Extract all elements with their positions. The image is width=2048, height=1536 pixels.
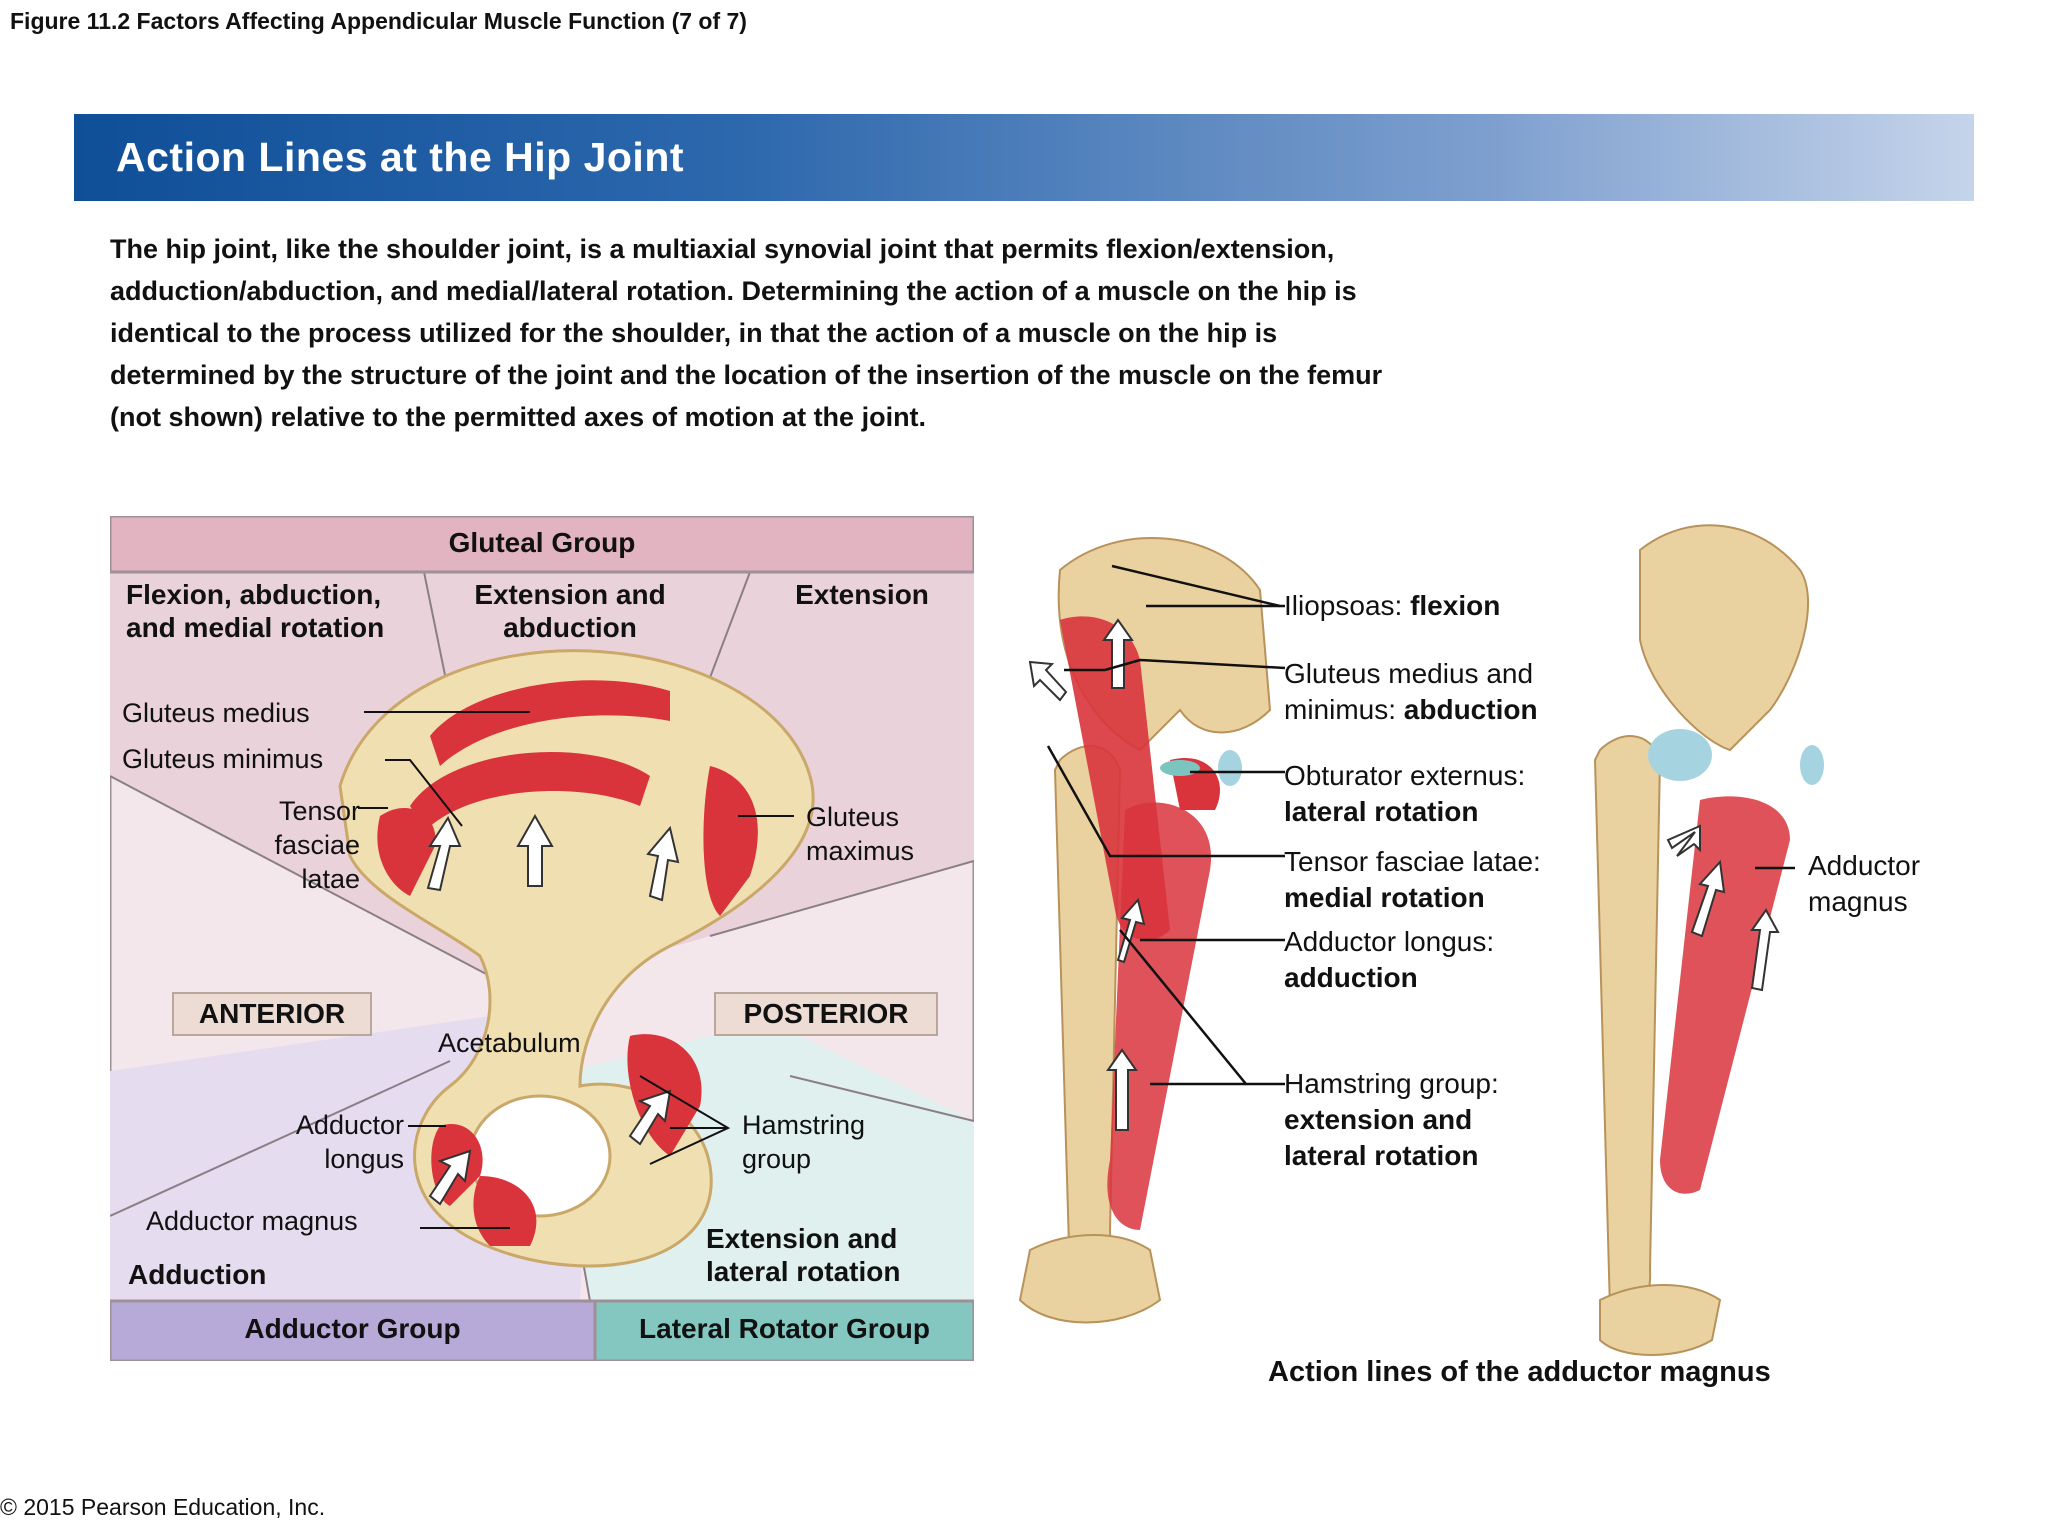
adductor-group-header: Adductor Group [244,1313,461,1344]
gluteus-minimus-muscle [410,752,650,831]
adductor-longus-right-label: Adductor longus:adduction [1284,926,1495,993]
hamstring-group-label: Hamstring group [742,1110,866,1174]
thigh-illustrations [1018,524,1824,1356]
lateral-rotator-group-header: Lateral Rotator Group [639,1313,930,1344]
intro-paragraph: The hip joint, like the shoulder joint, … [110,234,1383,432]
iliopsoas-label: Iliopsoas: flexion [1284,590,1501,621]
adductor-longus-label: Adductor longus [295,1110,404,1174]
sector-extension-label: Extension [795,579,929,610]
title-banner [74,114,1974,201]
tensor-fasciae-latae-right-label: Tensor fasciae latae:medial rotation [1284,846,1541,913]
adduction-label: Adduction [128,1259,267,1290]
figure-caption: Figure 11.2 Factors Affecting Appendicul… [10,8,747,34]
tensor-muscle [377,807,436,896]
gluteus-maximus-label: Gluteus maximus [806,802,915,866]
gluteus-maximus-muscle [703,766,758,916]
gluteal-header-bar [110,516,974,574]
diagram-graphic [110,516,974,1361]
obturator-externus-label: Obturator externus:lateral rotation [1284,760,1526,827]
gluteus-medius-muscle [430,680,670,766]
acetabulum-label: Acetabulum [438,1028,581,1058]
sector-flexion-label: Flexion, abduction, and medial rotation [126,579,385,643]
banner-title: Action Lines at the Hip Joint [116,134,685,180]
adductor-magnus-caption: Action lines of the adductor magnus [1268,1356,1771,1388]
gluteal-group-header: Gluteal Group [448,527,636,558]
adductor-magnus-label: Adductor magnus [146,1206,358,1236]
muscle-group-diagram: Gluteal Group Flexion, abduction, and me… [110,516,974,1361]
gluteus-medius-label: Gluteus medius [122,698,310,728]
sector-extension-abduction-label: Extension and abduction [474,579,666,643]
gluteus-minimus-label: Gluteus minimus [122,744,324,774]
action-arrows [426,813,680,1206]
adductor-magnus-right-label: Adductor magnus [1808,850,1921,917]
anterior-label: ANTERIOR [172,992,372,1036]
lateral-header-bar [593,1299,974,1361]
leader-lines [358,711,794,1229]
extension-lateral-rotation-label: Extension and lateral rotation [706,1223,901,1287]
copyright: © 2015 Pearson Education, Inc. [0,1494,326,1520]
tensor-fasciae-latae-label: Tensor fasciae latae [274,796,360,894]
posterior-label: POSTERIOR [714,992,938,1036]
